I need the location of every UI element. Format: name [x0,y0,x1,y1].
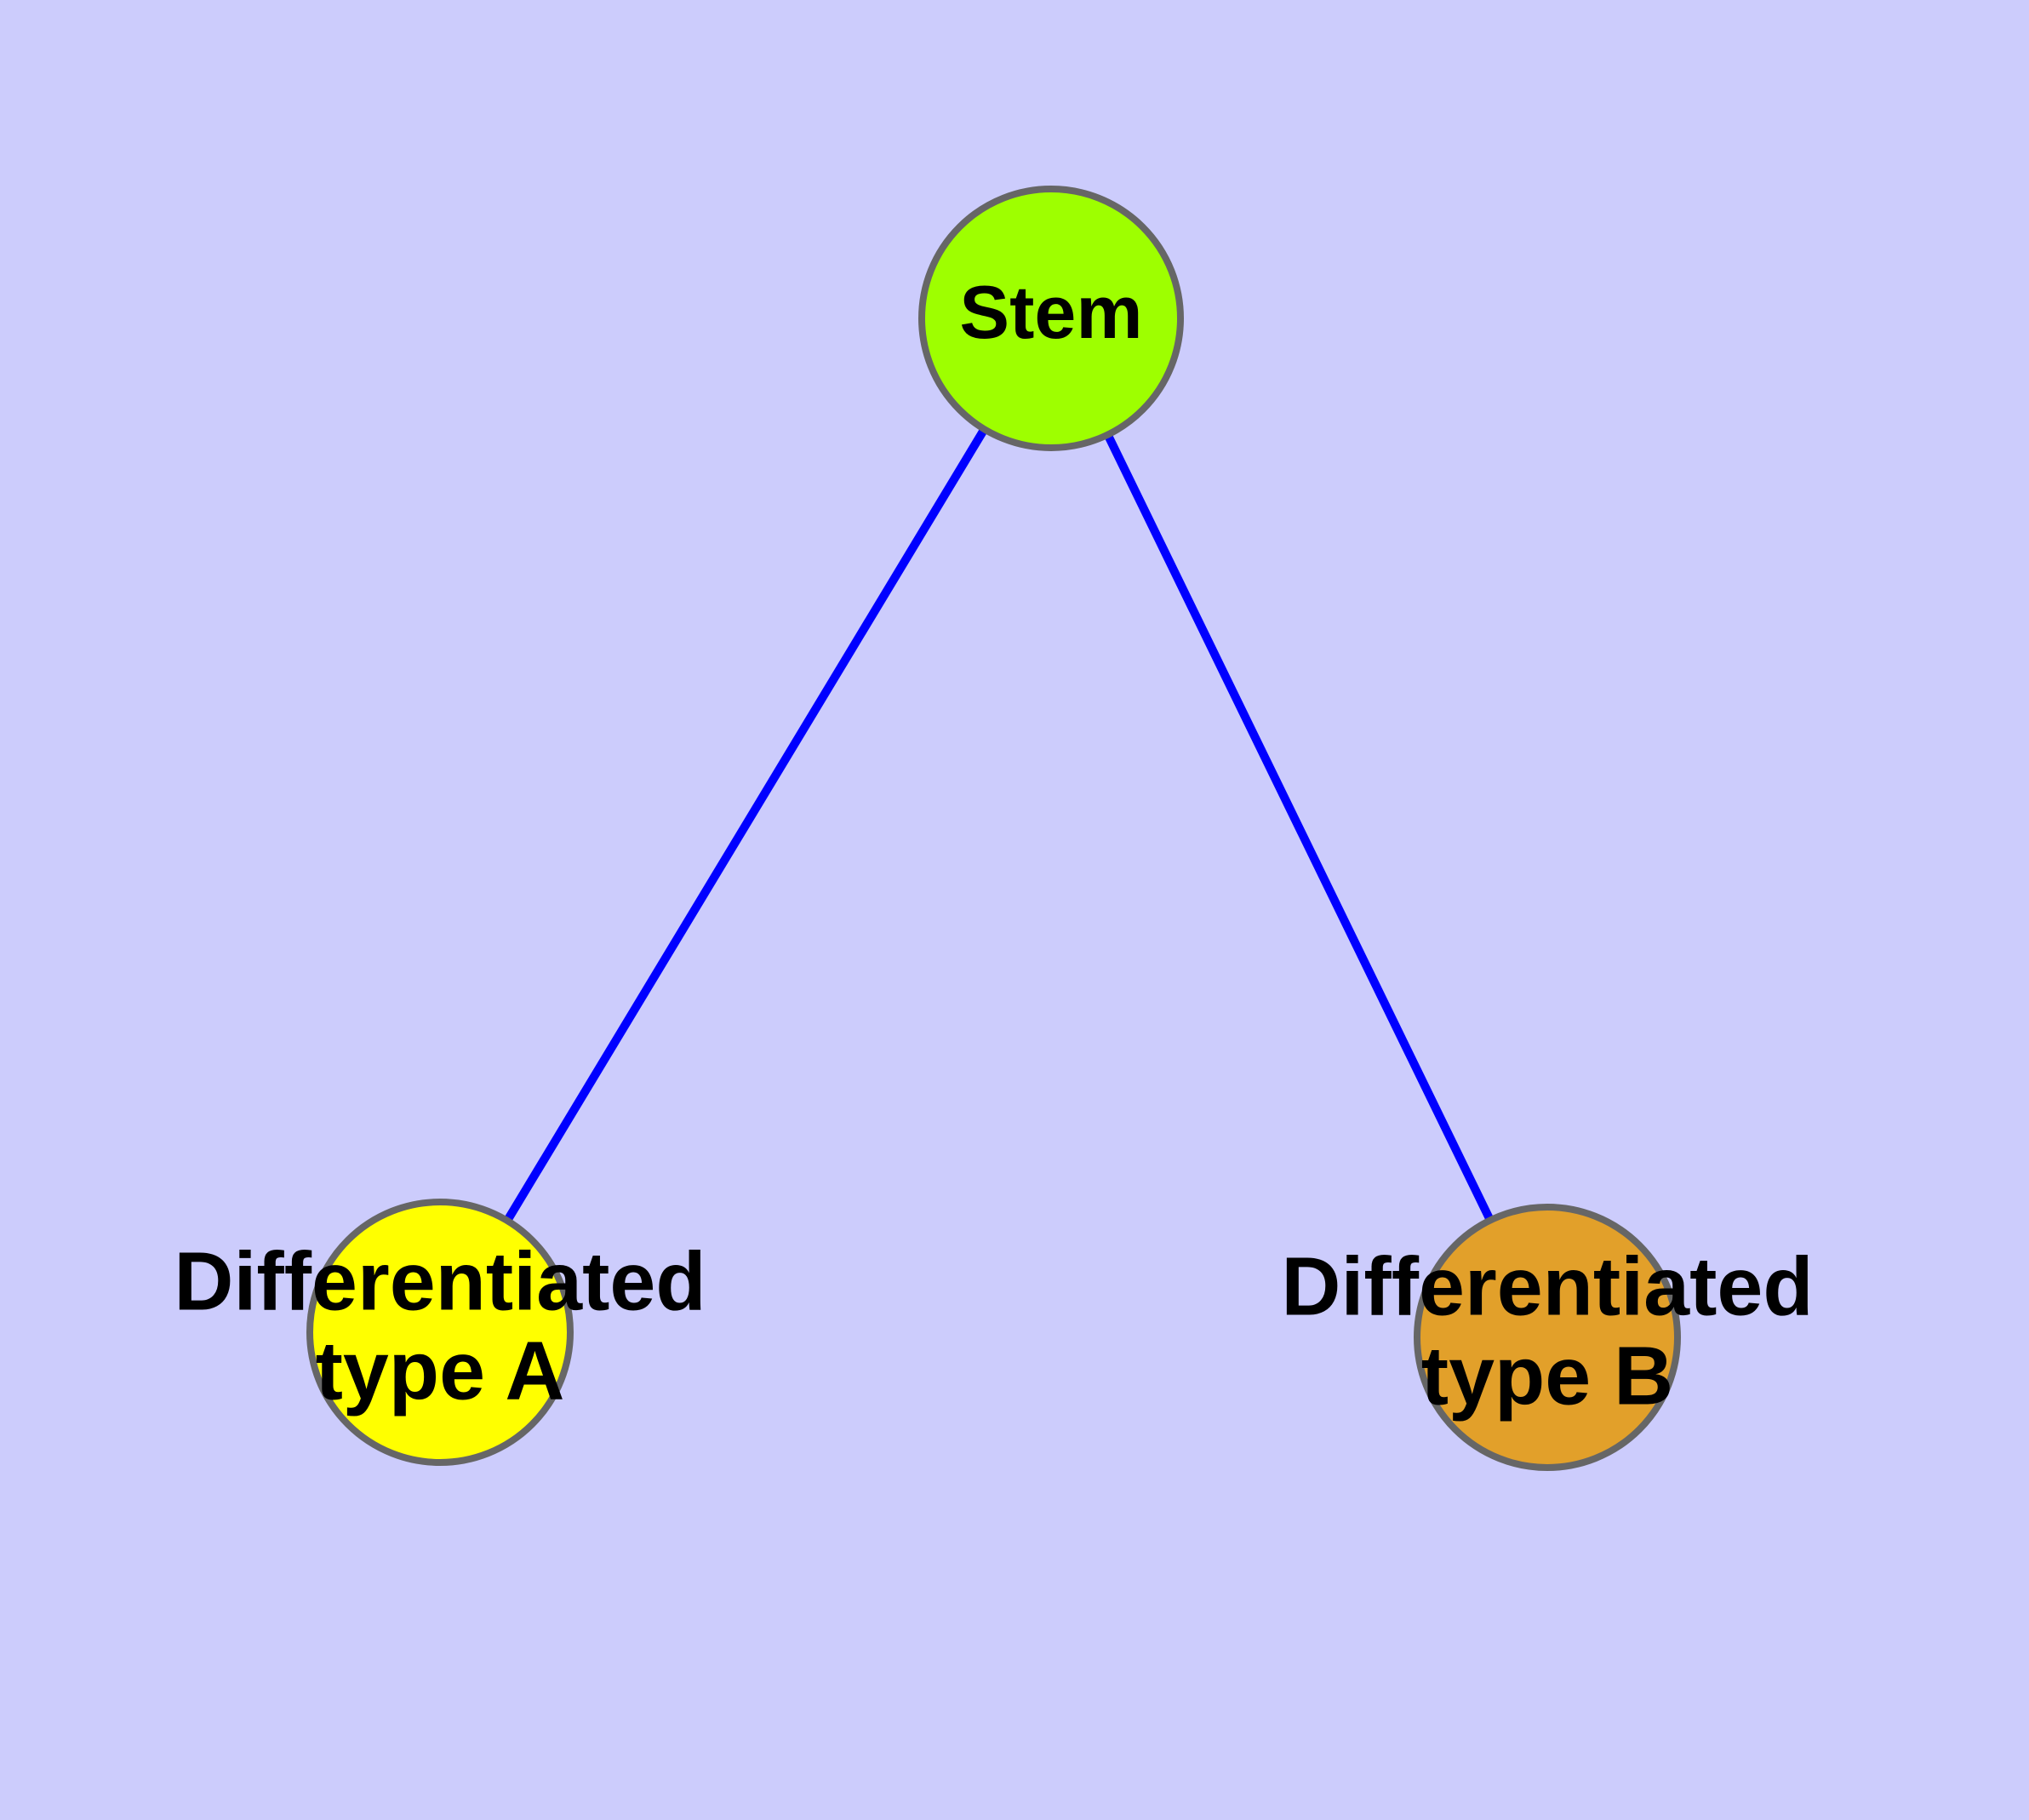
node-label-line: Differentiated [1281,1239,1813,1332]
node-label-line: Differentiated [174,1234,706,1327]
node-circle-diff_b[interactable] [1414,1204,1681,1471]
node-circle-stem[interactable] [918,186,1184,451]
node-label-stem: Stem [959,270,1142,354]
graph-node-stem[interactable]: Stem [918,186,1184,451]
graph-edge-stem-to-diff-b [1104,434,1494,1221]
node-label-line: type B [1421,1329,1673,1422]
node-label-line: type A [316,1324,565,1417]
node-circle-diff_a[interactable] [306,1199,574,1466]
graph-edge-stem-to-diff-a [504,428,987,1222]
edges-layer [504,428,1494,1222]
node-label-line: Stem [959,270,1142,354]
